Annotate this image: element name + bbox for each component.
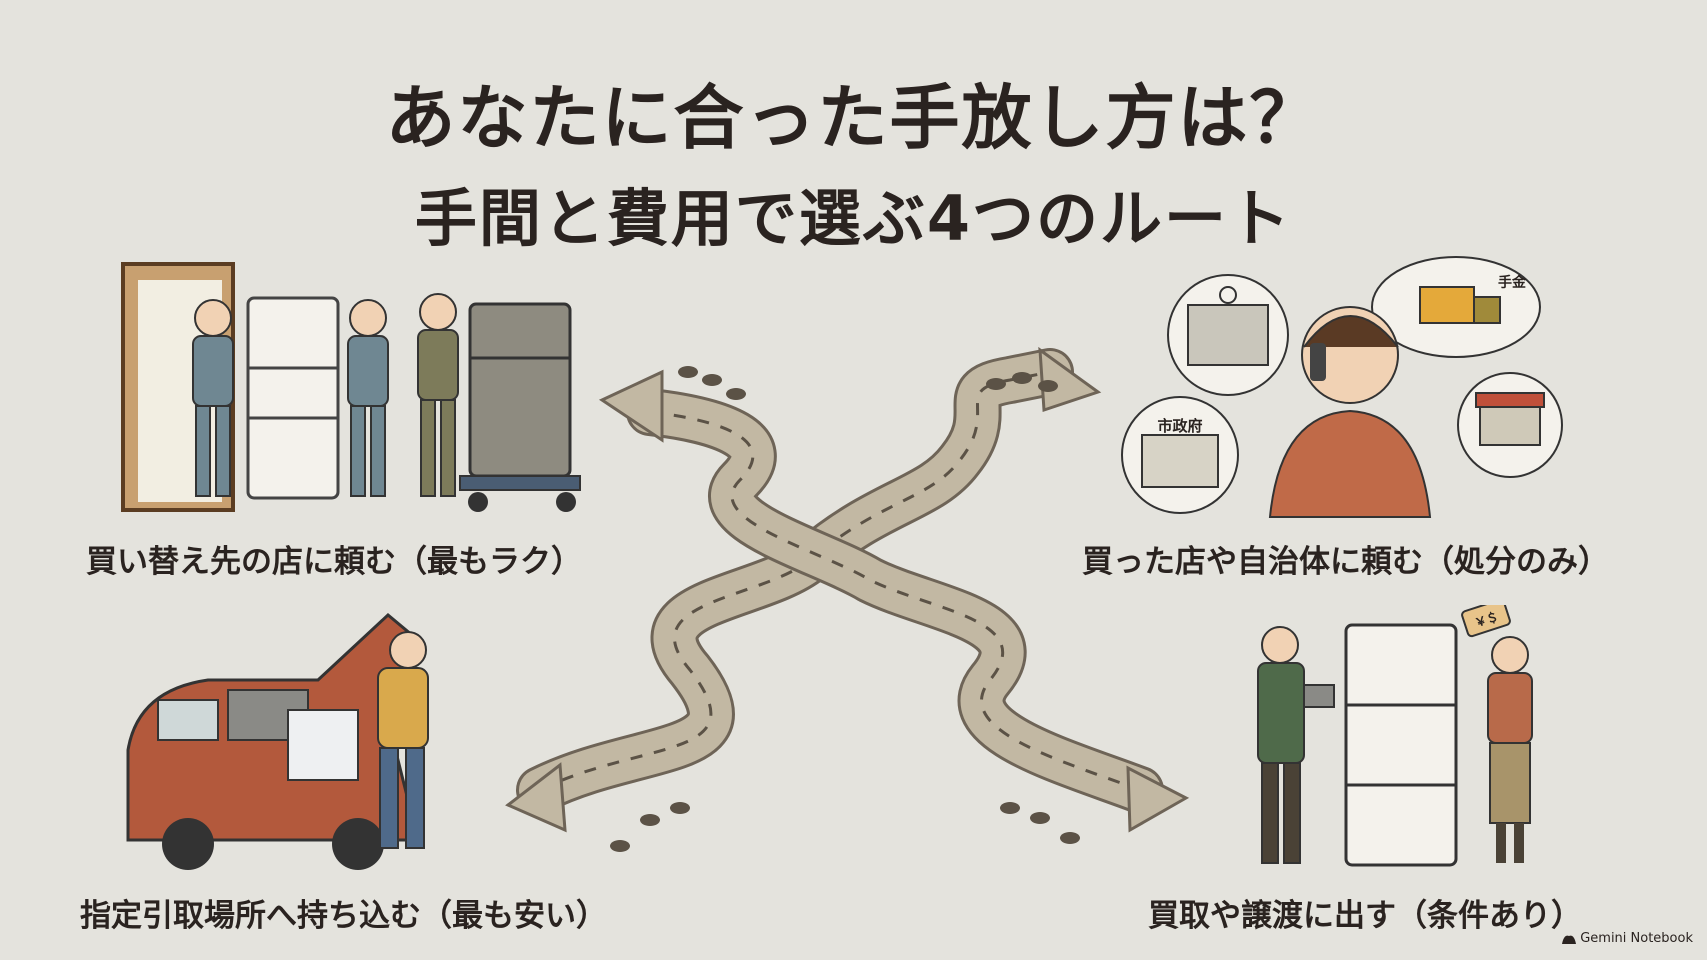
road-bottom-left-to-top-right xyxy=(516,348,1074,814)
mini-fridge xyxy=(287,709,359,781)
worker-left xyxy=(192,299,234,497)
phone-call-illustration: 市政府 手金 xyxy=(1121,256,1563,518)
arrowhead-bottom-right xyxy=(1126,765,1190,833)
arrowhead-bottom-left xyxy=(505,762,567,833)
city-hall-sign: 市政府 xyxy=(1157,417,1202,435)
dolly xyxy=(459,475,581,491)
page-subtitle: 手間と費用で選ぶ4つのルート xyxy=(414,182,1293,255)
movers-fridge-illustration xyxy=(121,262,581,512)
shop-clerk xyxy=(1257,626,1335,864)
car-trunk-illustration xyxy=(126,613,429,870)
worker-right xyxy=(347,299,389,497)
buyback-illustration: ￥＄ xyxy=(1257,605,1533,867)
page-title: あなたに合った手放し方は？ xyxy=(385,77,1322,159)
footprints xyxy=(610,366,1080,852)
route-label-replacement-store: 買い替え先の店に頼む（最もラク） xyxy=(86,544,582,580)
customer xyxy=(1487,636,1533,863)
brand-watermark: Gemini Notebook xyxy=(1562,931,1693,946)
arrowhead-top-right xyxy=(1038,346,1102,413)
man-loading xyxy=(377,631,429,849)
arrowhead-top-left xyxy=(598,369,664,443)
route-label-store-or-municipality: 買った店や自治体に頼む（処分のみ） xyxy=(1082,544,1609,580)
truck-fee-sign: 手金 xyxy=(1498,274,1527,291)
price-tag: ￥＄ xyxy=(1461,605,1511,638)
brand-name: Gemini Notebook xyxy=(1580,931,1693,946)
brand-logo-icon xyxy=(1562,935,1577,944)
display-fridge xyxy=(1344,623,1458,867)
route-label-designated-dropoff: 指定引取場所へ持ち込む（最も安い） xyxy=(80,898,607,934)
worker-dolly xyxy=(417,293,459,497)
old-fridge xyxy=(468,302,572,478)
route-label-buyback-transfer: 買取や譲渡に出す（条件あり） xyxy=(1148,898,1582,934)
price-tag-label: ￥＄ xyxy=(1473,609,1500,631)
white-fridge xyxy=(246,296,340,500)
man-on-phone xyxy=(1268,306,1432,518)
road-top-left-to-bottom-right xyxy=(626,388,1164,814)
